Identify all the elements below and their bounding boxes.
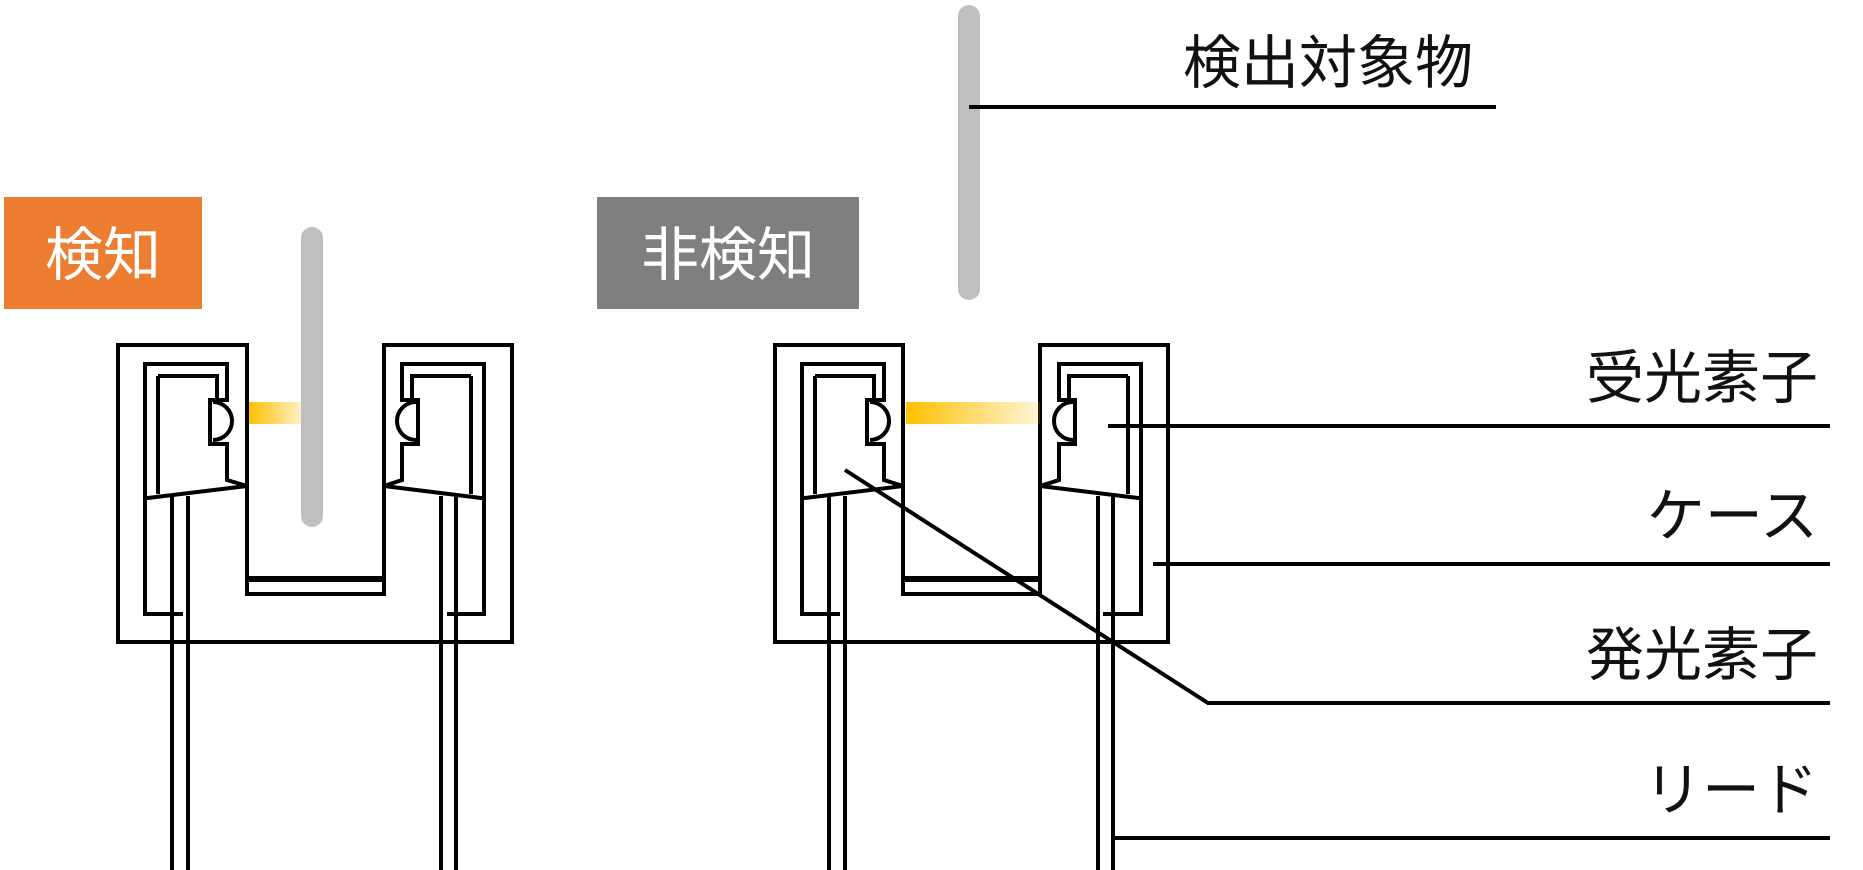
detect-emitter-lens: [212, 400, 234, 442]
detect-emitter-body: [143, 362, 248, 500]
detect-receiver-inner: [410, 374, 473, 494]
nondetect-badge-bg: [597, 197, 859, 309]
lead-label: リード: [1644, 756, 1818, 824]
nondetect-receiver-lens: [1052, 400, 1074, 442]
nondetect-emitter-lens: [869, 400, 891, 442]
detect-badge-label: 検知: [45, 221, 161, 289]
detect-sensor: [116, 227, 514, 870]
nondetect-emitter-inner: [813, 374, 876, 494]
emitter-callout-line: [843, 468, 1830, 705]
detect-badge: 検知: [4, 197, 202, 309]
emitter-label: 発光素子: [1586, 621, 1818, 689]
detect-badge-bg: [4, 197, 202, 309]
nondetect-slot-liner: [901, 578, 1042, 596]
detect-slot-liner: [245, 578, 386, 596]
nondetect-badge-label: 非検知: [641, 221, 815, 289]
nondetect-light-beam: [906, 402, 1040, 424]
detect-light-beam: [249, 402, 306, 424]
object-label: 検出対象物: [1183, 29, 1473, 97]
detect-receiver-lens: [395, 400, 417, 442]
nondetect-receiver-body: [1039, 362, 1143, 500]
nondetect-emitter-body: [800, 362, 904, 500]
case-label: ケース: [1647, 482, 1818, 550]
nondetect-receiver-inner: [1067, 374, 1130, 494]
nondetect-badge: 非検知: [597, 197, 859, 309]
receiver-label: 受光素子: [1586, 344, 1818, 412]
detect-emitter-inner: [156, 374, 219, 494]
detect-receiver-body: [383, 362, 486, 500]
nondetect-sensor: [773, 343, 1170, 870]
